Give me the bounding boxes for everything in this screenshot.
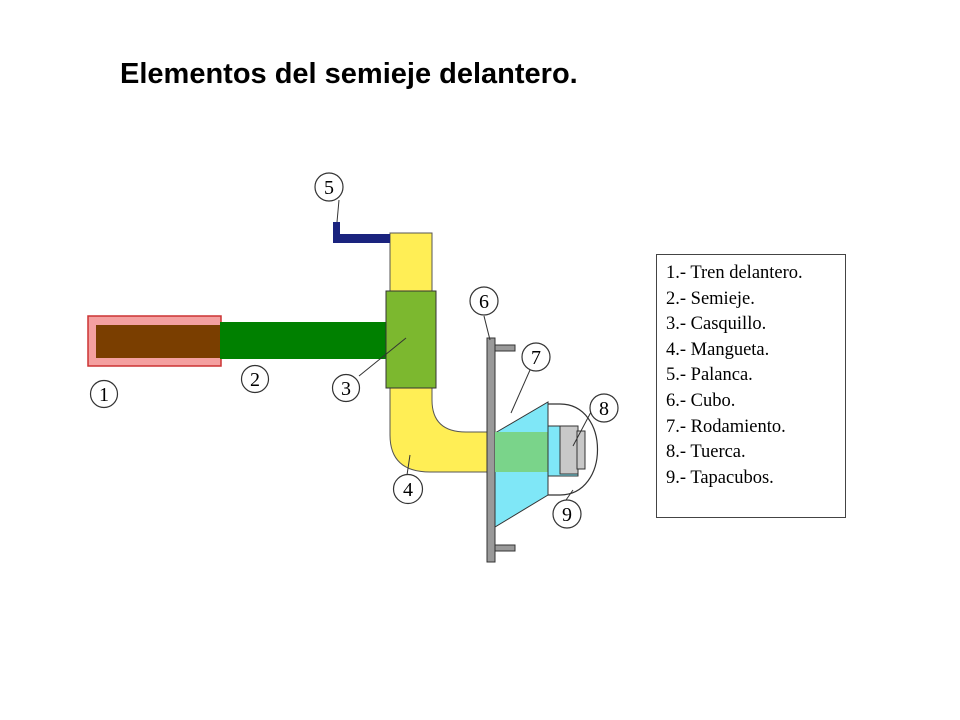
- legend-item-palanca: 5.- Palanca.: [666, 365, 753, 386]
- callout-4: 4: [392, 473, 424, 505]
- legend-item-cubo: 6.- Cubo.: [666, 390, 736, 411]
- callout-8-label: 8: [599, 398, 609, 420]
- callout-1-label: 1: [99, 384, 109, 406]
- legend-item-tren-delantero: 1.- Tren delantero.: [666, 263, 803, 283]
- callout-8: 8: [589, 393, 619, 423]
- callout-9: 9: [552, 499, 582, 529]
- rodamiento-band: [495, 432, 549, 472]
- legend-item-rodamiento: 7.- Rodamiento.: [666, 416, 786, 437]
- legend-item-mangueta: 4.- Mangueta.: [666, 339, 770, 360]
- cubo-stud-bottom: [492, 544, 516, 552]
- callout-5-label: 5: [324, 177, 334, 199]
- cubo-stud-top: [492, 344, 516, 352]
- legend-item-tuerca: 8.- Tuerca.: [666, 442, 746, 463]
- callout-2-label: 2: [250, 369, 260, 391]
- legend-item-tapacubos: 9.- Tapacubos.: [666, 467, 774, 488]
- tuerca-shape: [559, 425, 579, 475]
- palanca-shape: [333, 222, 390, 243]
- legend-item-casquillo: 3.- Casquillo.: [666, 314, 767, 335]
- callout-6: 6: [469, 286, 499, 316]
- callout-2: 2: [240, 364, 270, 394]
- callout-9-label: 9: [562, 504, 572, 526]
- callout-6-label: 6: [479, 291, 489, 313]
- callout-1: 1: [89, 379, 119, 409]
- semieje-bar: [220, 322, 390, 359]
- tren-delantero-inner: [96, 325, 220, 358]
- page-title: Elementos del semieje delantero.: [120, 58, 578, 90]
- callout-3: 3: [331, 373, 361, 403]
- callout-5: 5: [314, 172, 344, 202]
- legend-box: 1.- Tren delantero. 2.- Semieje. 3.- Cas…: [656, 254, 846, 518]
- casquillo-shape: [385, 290, 437, 389]
- callout-7: 7: [521, 342, 551, 372]
- callout-3-label: 3: [341, 378, 351, 400]
- cubo-plate: [486, 337, 496, 563]
- callout-4-label: 4: [403, 479, 413, 501]
- callout-7-label: 7: [531, 347, 541, 369]
- legend-item-semieje: 2.- Semieje.: [666, 288, 755, 309]
- leader-lines: [336, 199, 592, 501]
